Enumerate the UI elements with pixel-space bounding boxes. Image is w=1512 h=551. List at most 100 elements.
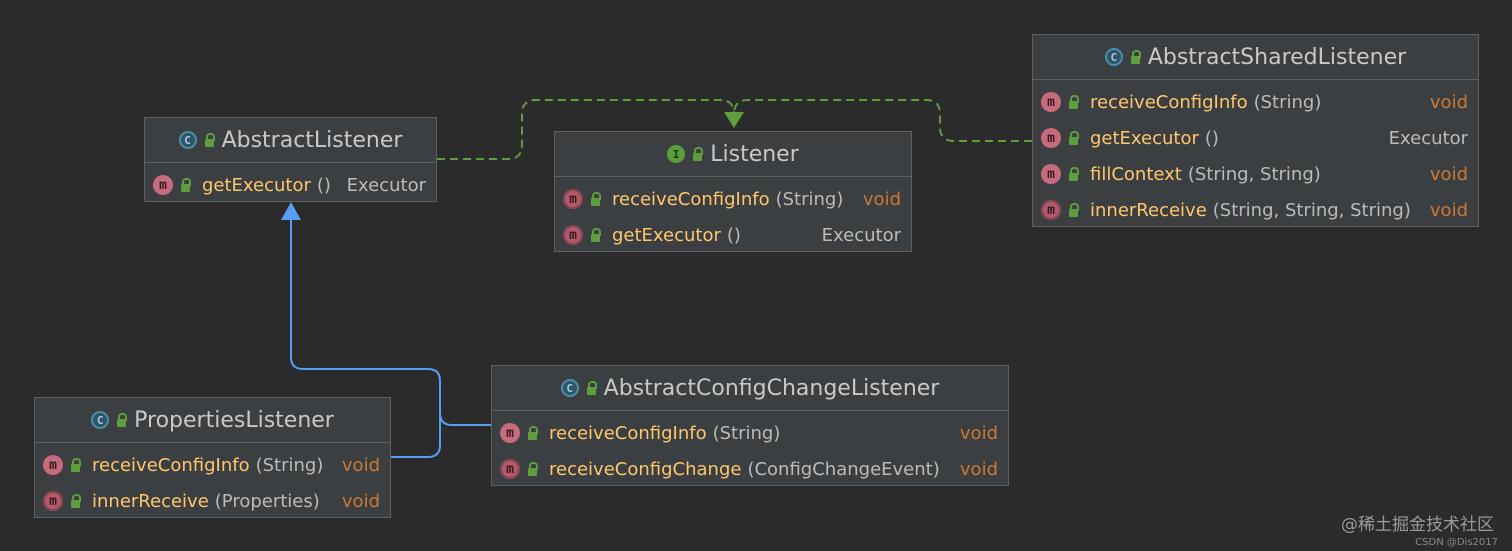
member-row[interactable]: m innerReceive (Properties) void — [35, 483, 390, 519]
abstract-method-icon: m — [563, 225, 583, 245]
return-type: Executor — [821, 224, 901, 246]
method-name: receiveConfigInfo — [92, 454, 250, 476]
method-name: fillContext — [1090, 163, 1182, 185]
method-params: (String) — [1253, 91, 1322, 113]
lock-icon — [528, 425, 538, 440]
member-row[interactable]: m receiveConfigChange (ConfigChangeEvent… — [492, 451, 1008, 487]
extends-edge-config-change — [290, 215, 491, 426]
extends-edge-properties — [391, 381, 441, 458]
node-title: Listener — [710, 141, 799, 167]
lock-icon — [693, 146, 704, 161]
lock-icon — [71, 457, 81, 472]
lock-icon — [586, 380, 597, 395]
abstract-method-icon: m — [43, 491, 63, 511]
return-type: void — [341, 454, 380, 476]
return-type: void — [959, 458, 998, 480]
abstract-method-icon: m — [500, 459, 520, 479]
return-type: Executor — [346, 174, 426, 196]
method-params: () — [1204, 127, 1219, 149]
class-icon: C — [91, 411, 110, 429]
abstract-method-icon: m — [563, 189, 583, 209]
member-row[interactable]: m receiveConfigInfo (String) void — [492, 415, 1008, 451]
member-row[interactable]: m getExecutor () Executor — [145, 167, 436, 203]
node-abstract-shared-listener[interactable]: C AbstractSharedListener m receiveConfig… — [1032, 34, 1479, 227]
node-abstract-config-change-listener[interactable]: C AbstractConfigChangeListener m receive… — [491, 365, 1009, 486]
node-properties-listener[interactable]: C PropertiesListener m receiveConfigInfo… — [34, 397, 391, 518]
lock-icon — [1069, 130, 1079, 145]
watermark-sub: CSDN @Dis2017 — [1415, 537, 1498, 548]
member-row[interactable]: m receiveConfigInfo (String) void — [1033, 84, 1478, 120]
lock-icon — [181, 177, 191, 192]
lock-icon — [204, 132, 215, 147]
class-icon: C — [1104, 48, 1123, 66]
member-row[interactable]: m receiveConfigInfo (String) void — [555, 181, 911, 217]
extends-arrowhead — [281, 202, 301, 220]
implements-edge-abstract-shared-listener — [733, 99, 1032, 142]
method-name: receiveConfigInfo — [549, 422, 707, 444]
method-params: (ConfigChangeEvent) — [747, 458, 940, 480]
return-type: void — [862, 188, 901, 210]
implements-arrowhead — [724, 112, 744, 128]
method-params: (String) — [775, 188, 844, 210]
method-params: (String, String, String) — [1212, 199, 1411, 221]
return-type: void — [1429, 91, 1468, 113]
method-name: innerReceive — [92, 490, 209, 512]
method-name: innerReceive — [1090, 199, 1207, 221]
lock-icon — [117, 412, 128, 427]
lock-icon — [591, 227, 601, 242]
method-name: getExecutor — [1090, 127, 1199, 149]
return-type: void — [959, 422, 998, 444]
member-row[interactable]: m receiveConfigInfo (String) void — [35, 447, 390, 483]
node-header: C AbstractSharedListener — [1033, 35, 1478, 80]
class-icon: C — [178, 131, 197, 149]
lock-icon — [1130, 49, 1141, 64]
lock-icon — [1069, 166, 1079, 181]
node-listener[interactable]: I Listener m receiveConfigInfo (String) … — [554, 131, 912, 252]
node-header: I Listener — [555, 132, 911, 177]
return-type: void — [341, 490, 380, 512]
method-name: getExecutor — [202, 174, 311, 196]
node-title: AbstractSharedListener — [1147, 44, 1407, 70]
method-icon: m — [1041, 164, 1061, 184]
method-name: receiveConfigChange — [549, 458, 742, 480]
lock-icon — [1069, 94, 1079, 109]
abstract-method-icon: m — [1041, 200, 1061, 220]
method-icon: m — [500, 423, 520, 443]
method-icon: m — [153, 175, 173, 195]
node-title: PropertiesListener — [134, 407, 334, 433]
node-abstract-listener[interactable]: C AbstractListener m getExecutor () Exec… — [144, 117, 437, 202]
interface-icon: I — [667, 145, 686, 163]
node-header: C AbstractConfigChangeListener — [492, 366, 1008, 411]
return-type: void — [1429, 199, 1468, 221]
node-header: C AbstractListener — [145, 118, 436, 163]
return-type: void — [1429, 163, 1468, 185]
implements-edge-abstract-listener — [437, 99, 735, 160]
method-icon: m — [1041, 128, 1061, 148]
member-row[interactable]: m getExecutor () Executor — [555, 217, 911, 253]
method-params: (String) — [255, 454, 324, 476]
method-params: () — [316, 174, 331, 196]
node-title: AbstractListener — [221, 127, 403, 153]
method-params: (Properties) — [214, 490, 320, 512]
member-row[interactable]: m innerReceive (String, String, String) … — [1033, 192, 1478, 228]
lock-icon — [71, 493, 81, 508]
class-icon: C — [560, 379, 579, 397]
member-row[interactable]: m fillContext (String, String) void — [1033, 156, 1478, 192]
method-params: (String) — [712, 422, 781, 444]
method-icon: m — [43, 455, 63, 475]
member-row[interactable]: m getExecutor () Executor — [1033, 120, 1478, 156]
watermark: @稀土掘金技术社区 — [1341, 515, 1494, 535]
method-name: receiveConfigInfo — [1090, 91, 1248, 113]
lock-icon — [528, 461, 538, 476]
method-icon: m — [1041, 92, 1061, 112]
lock-icon — [1069, 202, 1079, 217]
method-name: getExecutor — [612, 224, 721, 246]
node-title: AbstractConfigChangeListener — [603, 375, 940, 401]
node-header: C PropertiesListener — [35, 398, 390, 443]
method-params: (String, String) — [1187, 163, 1321, 185]
method-params: () — [726, 224, 741, 246]
lock-icon — [591, 191, 601, 206]
return-type: Executor — [1388, 127, 1468, 149]
method-name: receiveConfigInfo — [612, 188, 770, 210]
